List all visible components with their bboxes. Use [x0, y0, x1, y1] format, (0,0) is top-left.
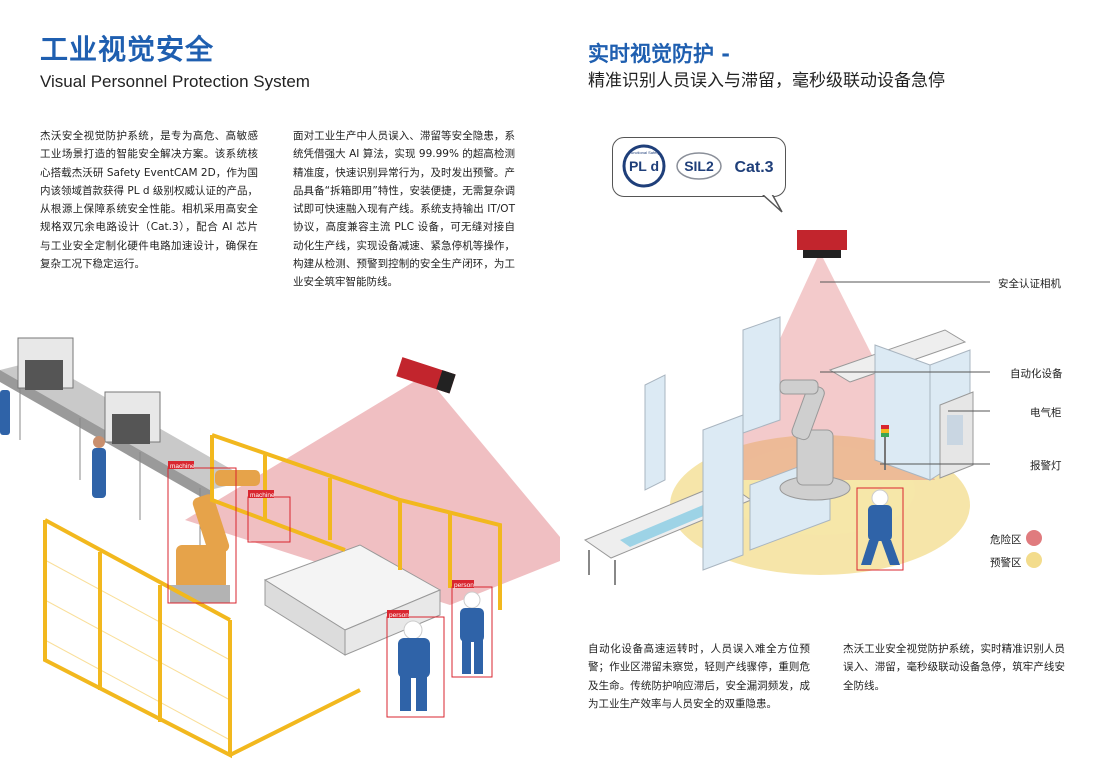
robot-arm	[779, 379, 851, 501]
worker	[861, 489, 900, 565]
callout-automation: 自动化设备	[1010, 368, 1063, 380]
safety-camera	[396, 357, 456, 394]
solution-paragraph: 杰沃工业安全视觉防护系统，实时精准识别人员误入、滞留，毫秒级联动设备急停，筑牢产…	[843, 643, 1065, 692]
problem-paragraph: 自动化设备高速运转时，人员误入难全方位预警；作业区滞留未察觉，轻则产线骤停，重则…	[588, 643, 810, 710]
intro-paragraph: 杰沃安全视觉防护系统，是专为高危、高敏感工业场景打造的智能安全解决方案。该系统核…	[40, 130, 258, 271]
workcell-illustration	[583, 230, 974, 585]
legend-warning-label: 预警区	[990, 557, 1022, 569]
page-subtitle-en: Visual Personnel Protection System	[40, 72, 310, 91]
callout-camera: 安全认证相机	[998, 278, 1061, 290]
legend-danger-label: 危险区	[990, 534, 1022, 546]
worker-1	[398, 620, 430, 711]
section-title: 实时视觉防护 -	[588, 42, 731, 66]
callout-cabinet: 电气柜	[1030, 407, 1062, 419]
svg-text:SIL2: SIL2	[684, 158, 714, 174]
machine-housing-2	[104, 391, 161, 444]
robot-arm	[176, 470, 260, 590]
factory-illustration: machine machine person person	[0, 337, 560, 759]
detection-label: person	[389, 612, 409, 619]
worker-2	[460, 591, 484, 674]
svg-text:PL d: PL d	[629, 158, 659, 174]
detection-label: machine	[250, 492, 275, 499]
callout-alarm: 报警灯	[1030, 460, 1062, 472]
callout-lines	[820, 281, 990, 465]
machine-housing-1	[17, 337, 74, 390]
certification-badges: PL d Functional Safety SIL2 Cat.3	[622, 144, 783, 213]
safety-fence	[43, 433, 502, 759]
pld-badge: PL d Functional Safety	[622, 144, 666, 188]
safety-camera	[797, 230, 847, 258]
feature-paragraph: 面对工业生产中人员误入、滞留等安全隐患，系统凭借强大 AI 算法，实现 99.9…	[293, 130, 515, 289]
detection-label: machine	[170, 463, 195, 470]
section-subtitle: 精准识别人员误入与滞留，毫秒级联动设备急停	[588, 71, 945, 91]
legend-danger-dot	[1026, 530, 1042, 546]
sil2-badge: SIL2	[676, 152, 722, 180]
detection-label: person	[454, 582, 474, 589]
electrical-cabinet	[939, 391, 974, 479]
page-title: 工业视觉安全	[40, 33, 215, 66]
svg-text:Functional Safety: Functional Safety	[629, 150, 660, 155]
agv-vehicle	[263, 544, 442, 656]
legend-warning-dot	[1026, 552, 1042, 568]
cat3-badge: Cat.3	[734, 159, 773, 176]
